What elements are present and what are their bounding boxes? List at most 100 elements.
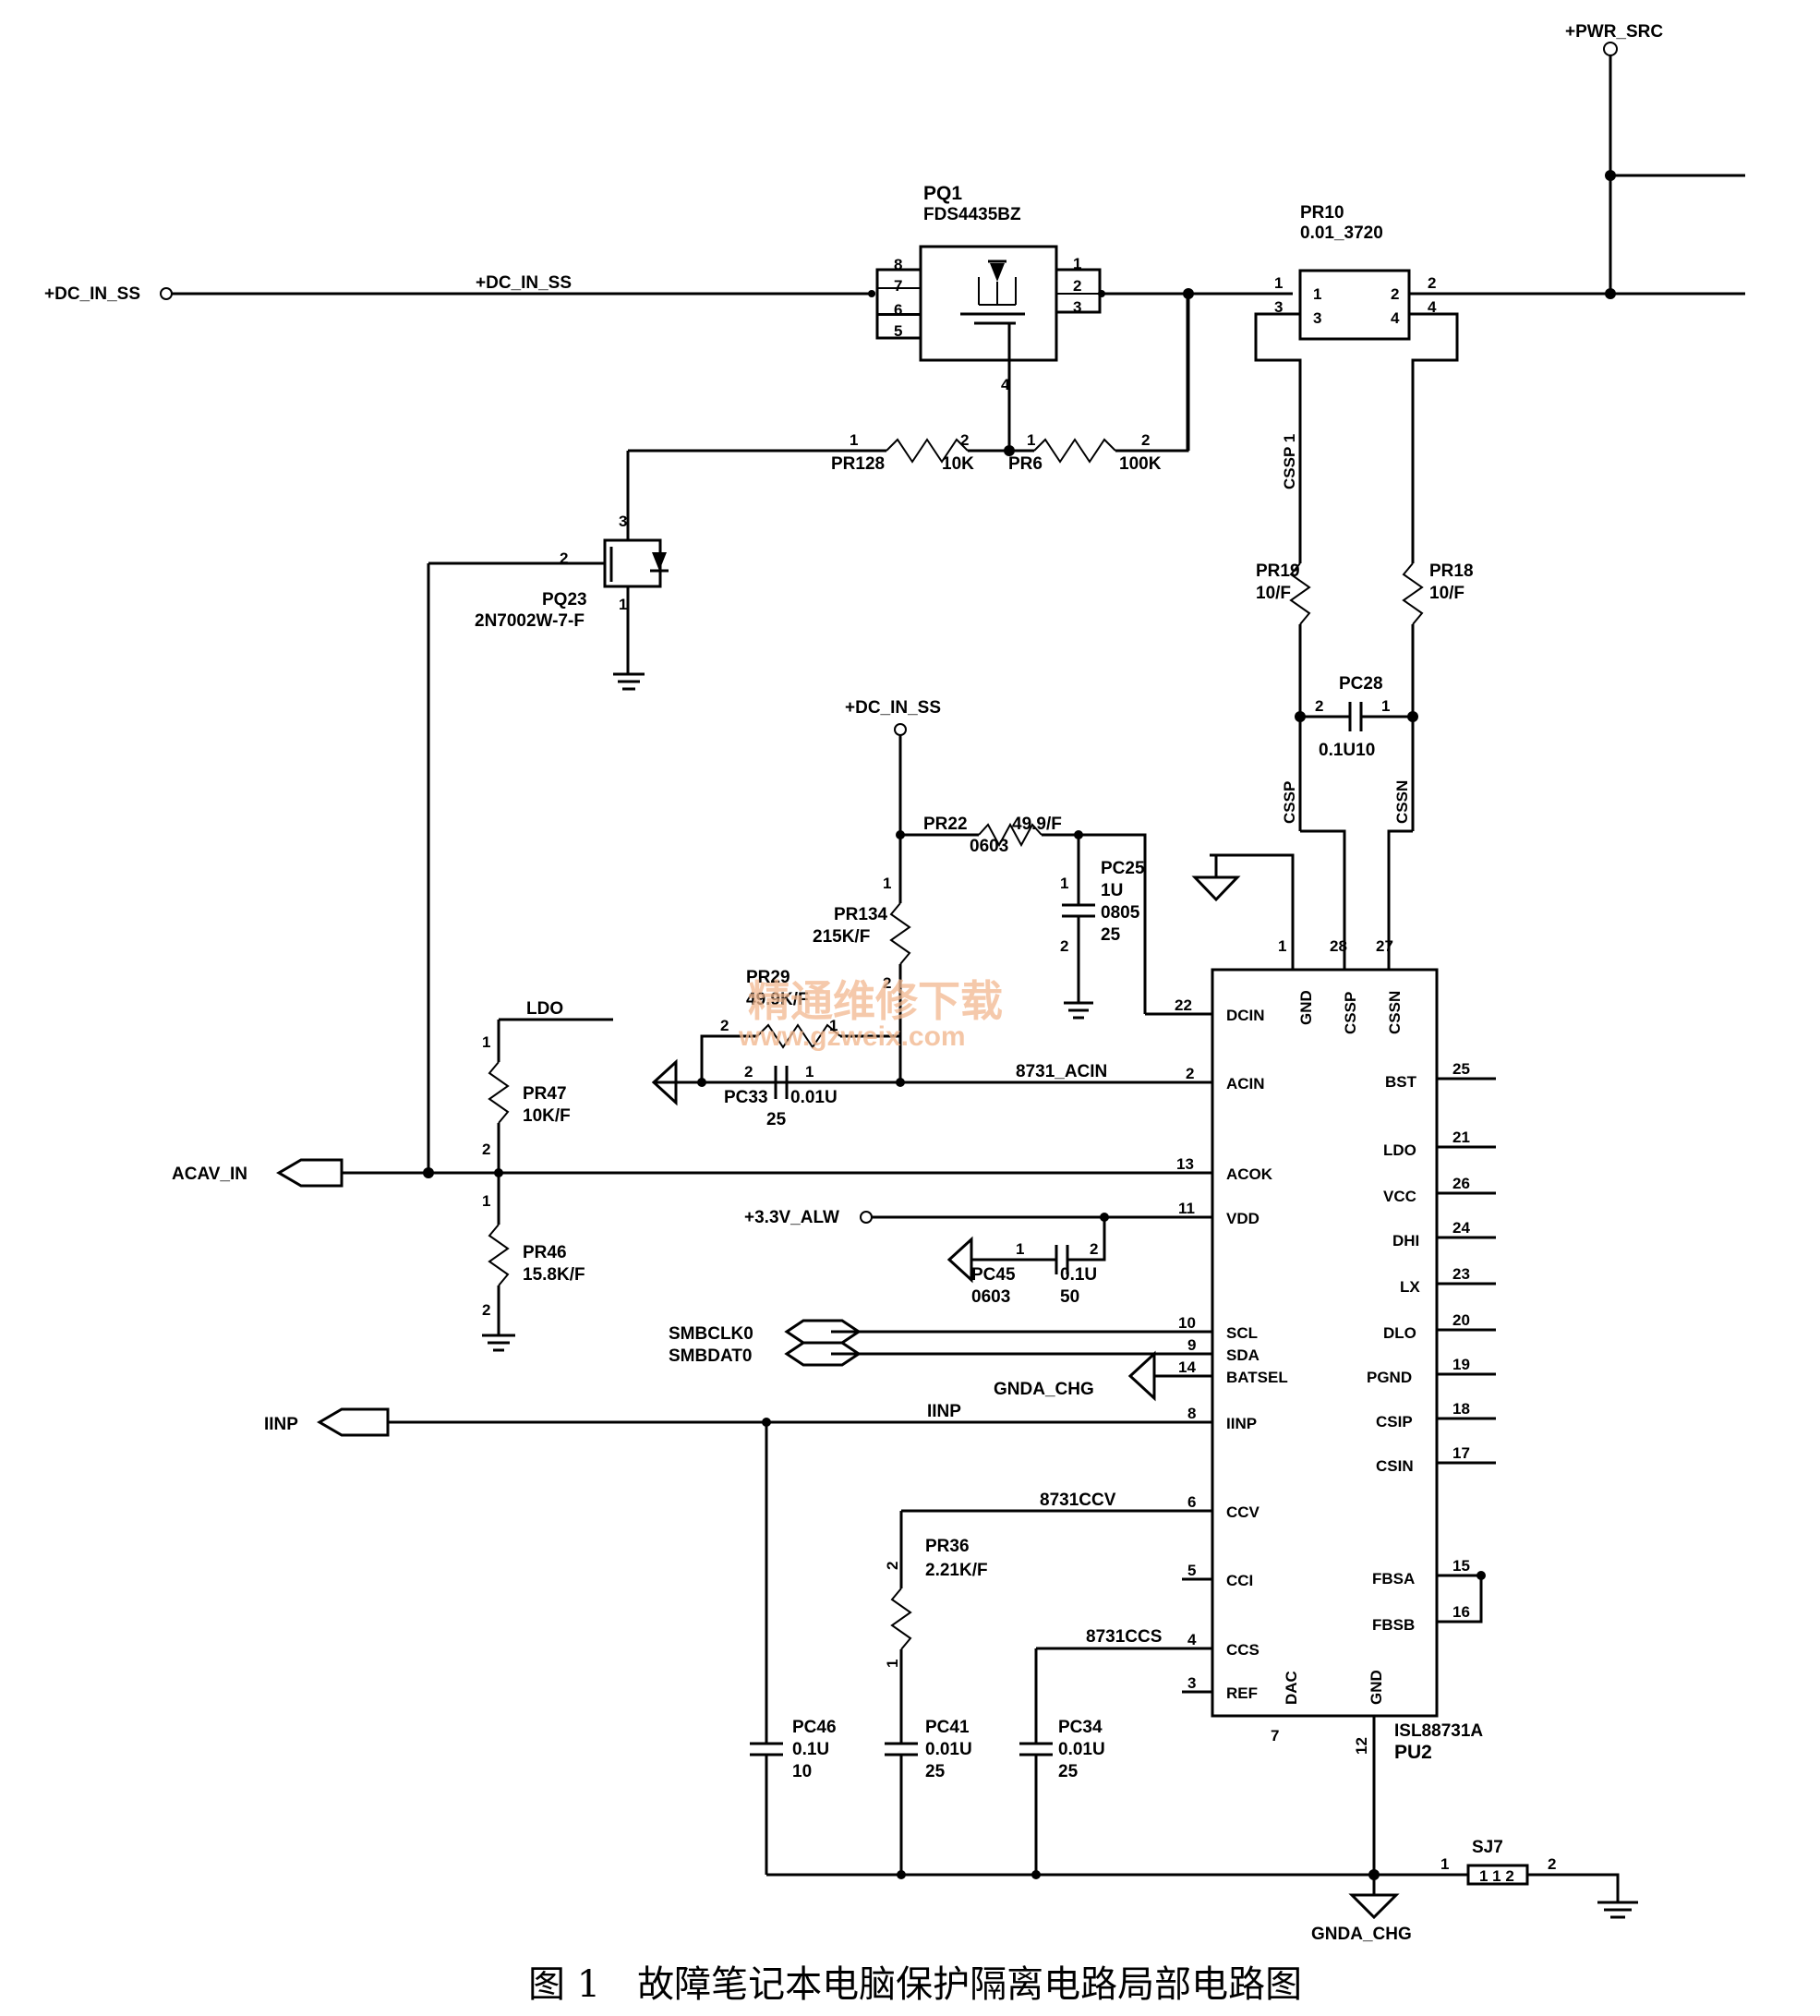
pr128-pr6-divider: 1 2 1 2 PR128 10K PR6 100K [628, 294, 1189, 474]
svg-text:CSSP 1: CSSP 1 [1281, 434, 1298, 489]
svg-text:23: 23 [1452, 1265, 1470, 1283]
svg-text:0.01U: 0.01U [790, 1088, 838, 1107]
svg-text:10: 10 [792, 1762, 812, 1781]
svg-text:2: 2 [1141, 431, 1150, 449]
svg-text:CSSN: CSSN [1386, 991, 1404, 1034]
svg-text:ACAV_IN: ACAV_IN [172, 1165, 247, 1184]
svg-text:27: 27 [1376, 937, 1393, 955]
svg-text:PR22: PR22 [923, 815, 968, 834]
svg-text:1: 1 [1027, 431, 1035, 449]
svg-text:FDS4435BZ: FDS4435BZ [923, 205, 1021, 224]
svg-text:SMBCLK0: SMBCLK0 [669, 1324, 753, 1344]
svg-text:0603: 0603 [970, 837, 1008, 856]
svg-text:VDD: VDD [1226, 1210, 1260, 1227]
svg-text:2.21K/F: 2.21K/F [925, 1561, 988, 1580]
pc46-capacitor: PC46 0.1U 10 [750, 1422, 837, 1875]
svg-text:4: 4 [1428, 298, 1437, 316]
svg-text:2: 2 [1060, 937, 1068, 955]
pr46-resistor: 1 2 PR46 15.8K/F [482, 1173, 585, 1352]
svg-text:+3.3V_ALW: +3.3V_ALW [744, 1208, 839, 1227]
svg-text:25: 25 [766, 1110, 787, 1129]
svg-text:2: 2 [720, 1017, 729, 1034]
svg-text:2: 2 [960, 431, 969, 449]
svg-text:10K: 10K [942, 454, 974, 474]
svg-text:PR29: PR29 [746, 968, 790, 987]
svg-text:1 1 2: 1 1 2 [1479, 1867, 1514, 1885]
svg-text:1: 1 [482, 1192, 490, 1210]
svg-text:www.gzweix.com: www.gzweix.com [738, 1021, 966, 1052]
svg-text:VCC: VCC [1383, 1188, 1416, 1205]
svg-text:15.8K/F: 15.8K/F [523, 1265, 585, 1285]
svg-text:6: 6 [894, 301, 902, 319]
svg-text:PR18: PR18 [1429, 561, 1474, 581]
svg-text:1: 1 [1073, 255, 1081, 272]
svg-text:+DC_IN_SS: +DC_IN_SS [44, 284, 140, 304]
svg-text:1: 1 [829, 1017, 838, 1034]
svg-text:PGND: PGND [1367, 1369, 1412, 1386]
svg-text:100K: 100K [1119, 454, 1162, 474]
svg-text:4: 4 [1187, 1631, 1197, 1648]
svg-text:LX: LX [1400, 1278, 1420, 1296]
svg-text:21: 21 [1452, 1129, 1470, 1146]
svg-text:PQ1: PQ1 [923, 183, 962, 204]
iinp-port: IINP IINP [264, 1402, 961, 1437]
svg-text:0.1U: 0.1U [1060, 1265, 1097, 1285]
pu2-ic: ISL88731A PU2 22 DCIN 2 ACIN 13 ACOK 11 … [342, 853, 1496, 1875]
svg-text:2: 2 [744, 1063, 753, 1080]
svg-text:25: 25 [1058, 1762, 1079, 1781]
svg-text:FBSA: FBSA [1372, 1570, 1415, 1587]
svg-text:DCIN: DCIN [1226, 1007, 1265, 1024]
svg-text:0.01_3720: 0.01_3720 [1300, 223, 1383, 243]
watermark: 精通维修下载 www.gzweix.com [738, 976, 1003, 1052]
pr36-resistor: 8731CCV 2 1 PR36 2.21K/F [884, 1491, 1116, 1736]
svg-text:1: 1 [1278, 937, 1286, 955]
svg-text:CSSP: CSSP [1281, 781, 1298, 824]
svg-text:PC28: PC28 [1339, 674, 1383, 694]
svg-text:1U: 1U [1101, 881, 1123, 900]
svg-text:25: 25 [1452, 1060, 1470, 1078]
svg-text:8731_ACIN: 8731_ACIN [1016, 1062, 1107, 1081]
svg-text:PR36: PR36 [925, 1537, 970, 1556]
dc-in-ss-node-2: +DC_IN_SS [845, 698, 941, 839]
svg-text:7: 7 [1271, 1727, 1279, 1744]
svg-text:1: 1 [884, 1660, 901, 1668]
svg-text:16: 16 [1452, 1603, 1470, 1621]
svg-text:3: 3 [1073, 298, 1081, 316]
svg-text:CSSP: CSSP [1342, 992, 1359, 1034]
pwr-src-rail: +PWR_SRC [1565, 22, 1745, 299]
svg-text:SMBDAT0: SMBDAT0 [669, 1346, 752, 1366]
svg-text:10/F: 10/F [1256, 584, 1291, 603]
smbus-ports: SMBCLK0 SMBDAT0 [669, 1319, 862, 1367]
svg-text:25: 25 [1101, 925, 1121, 945]
svg-text:SCL: SCL [1226, 1324, 1258, 1342]
svg-text:3: 3 [619, 513, 627, 530]
svg-text:ISL88731A: ISL88731A [1394, 1721, 1483, 1741]
svg-text:8: 8 [894, 256, 902, 273]
svg-text:PQ23: PQ23 [542, 590, 587, 610]
svg-text:GND: GND [1368, 1670, 1385, 1705]
svg-text:2: 2 [1090, 1240, 1098, 1258]
acav-in-port: ACAV_IN [172, 1158, 344, 1188]
svg-text:PC41: PC41 [925, 1718, 970, 1737]
svg-text:PC46: PC46 [792, 1718, 837, 1737]
pr18-resistor: PR18 10/F [1402, 561, 1474, 831]
svg-text:14: 14 [1178, 1358, 1196, 1376]
svg-text:2: 2 [1073, 277, 1081, 295]
svg-text:20: 20 [1452, 1311, 1470, 1329]
ic-right-pins: 25 BST 21 LDO 26 VCC 24 DHI 23 LX 20 DLO… [1367, 1060, 1496, 1634]
svg-text:10K/F: 10K/F [523, 1106, 571, 1126]
pr19-resistor: PR19 10/F [1256, 561, 1311, 831]
svg-text:2: 2 [1186, 1065, 1194, 1082]
svg-text:22: 22 [1175, 996, 1192, 1014]
svg-text:DHI: DHI [1392, 1232, 1419, 1249]
svg-text:IINP: IINP [264, 1415, 298, 1434]
svg-text:BST: BST [1385, 1073, 1417, 1091]
svg-text:LDO: LDO [526, 999, 563, 1019]
svg-text:3: 3 [1274, 298, 1283, 316]
alw-net: +3.3V_ALW [744, 1208, 1109, 1227]
svg-text:SJ7: SJ7 [1472, 1838, 1503, 1857]
svg-text:2N7002W-7-F: 2N7002W-7-F [475, 611, 585, 631]
ic-top-pins: 1 GND 28 CSSP 27 CSSN [1191, 853, 1404, 1034]
svg-text:0805: 0805 [1101, 903, 1140, 923]
